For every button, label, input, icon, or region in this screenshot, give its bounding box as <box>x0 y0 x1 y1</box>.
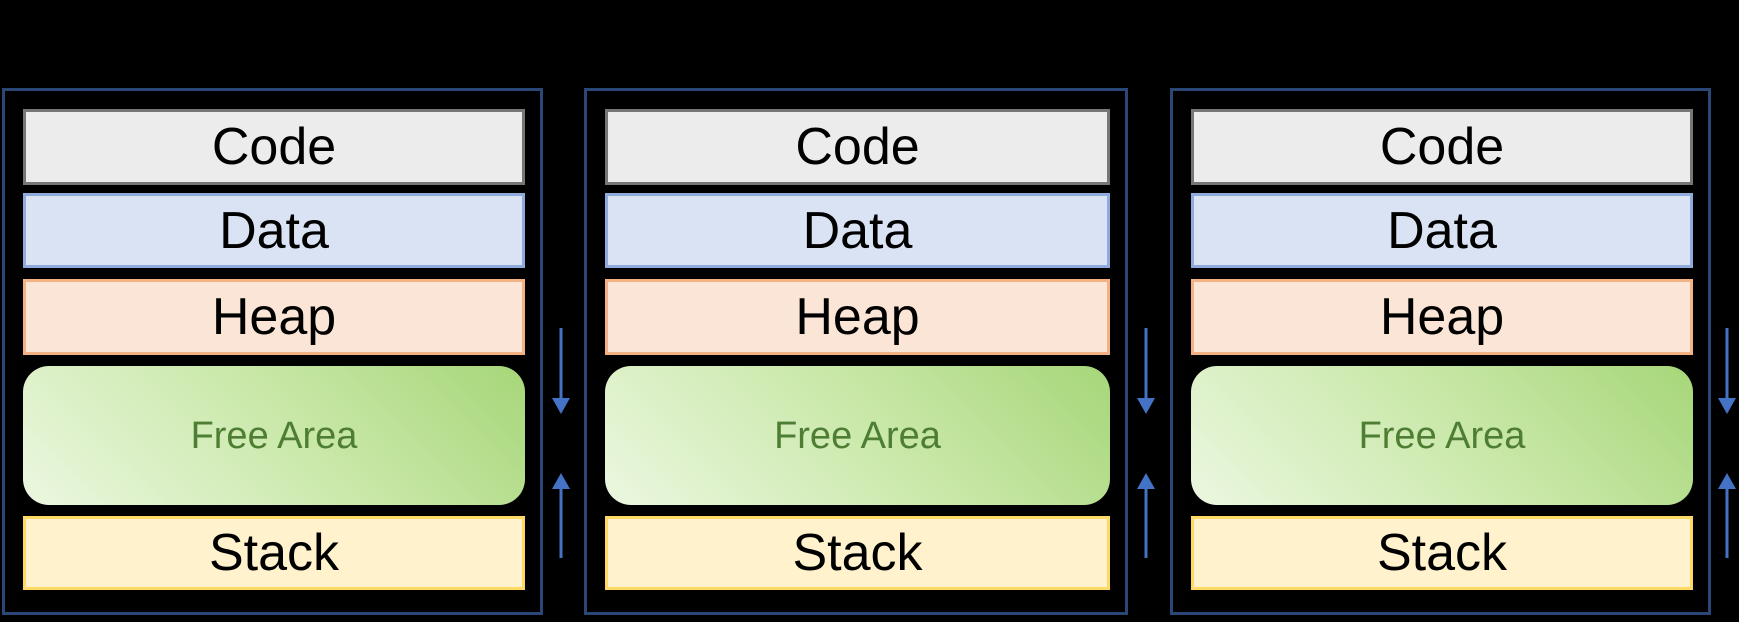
heap-label: Heap <box>795 288 920 346</box>
code-section: Code <box>605 109 1110 185</box>
down-arrow-line <box>1144 328 1148 400</box>
down-arrow-line <box>1725 328 1729 400</box>
up-arrow-line <box>559 487 563 558</box>
heap-section: Heap <box>23 279 525 355</box>
stack-section: Stack <box>1191 516 1693 590</box>
stack-label: Stack <box>792 524 923 582</box>
stack-section: Stack <box>605 516 1110 590</box>
up-arrow-icon <box>1136 473 1156 558</box>
free-area-label: Free Area <box>1358 414 1526 457</box>
heap-section: Heap <box>1191 279 1693 355</box>
code-label: Code <box>1379 118 1505 176</box>
data-label: Data <box>219 201 329 260</box>
down-arrow-head <box>1718 398 1736 414</box>
free-area-label: Free Area <box>190 414 358 457</box>
up-arrow-icon <box>1717 473 1737 558</box>
down-arrow-icon <box>551 328 571 414</box>
free-area-label: Free Area <box>774 414 941 457</box>
process-memory-panel-1: Code Data Heap Free Area Stack <box>2 88 543 615</box>
down-arrow-line <box>559 328 563 400</box>
heap-section: Heap <box>605 279 1110 355</box>
free-area-section: Free Area <box>23 366 525 505</box>
free-area-section: Free Area <box>605 366 1110 505</box>
growth-arrows-gap-1 <box>551 0 571 622</box>
data-label: Data <box>802 201 913 260</box>
down-arrow-head <box>552 398 570 414</box>
down-arrow-icon <box>1717 328 1737 414</box>
growth-arrows-right-edge <box>1717 0 1737 622</box>
heap-label: Heap <box>211 288 337 346</box>
free-area-section: Free Area <box>1191 366 1693 505</box>
data-label: Data <box>1387 201 1497 260</box>
stack-label: Stack <box>1376 524 1508 582</box>
up-arrow-head <box>1718 473 1736 489</box>
stack-section: Stack <box>23 516 525 590</box>
up-arrow-head <box>1137 473 1155 489</box>
data-section: Data <box>605 193 1110 268</box>
up-arrow-line <box>1144 487 1148 558</box>
up-arrow-icon <box>551 473 571 558</box>
process-memory-panel-3: Code Data Heap Free Area Stack <box>1170 88 1711 615</box>
data-section: Data <box>23 193 525 268</box>
down-arrow-icon <box>1136 328 1156 414</box>
data-section: Data <box>1191 193 1693 268</box>
up-arrow-head <box>552 473 570 489</box>
down-arrow-head <box>1137 398 1155 414</box>
stack-label: Stack <box>208 524 340 582</box>
code-section: Code <box>1191 109 1693 185</box>
growth-arrows-gap-2 <box>1136 0 1156 622</box>
heap-label: Heap <box>1379 288 1505 346</box>
process-memory-panel-2: Code Data Heap Free Area Stack <box>584 88 1128 615</box>
code-label: Code <box>211 118 337 176</box>
up-arrow-line <box>1725 487 1729 558</box>
code-section: Code <box>23 109 525 185</box>
code-label: Code <box>795 118 920 176</box>
